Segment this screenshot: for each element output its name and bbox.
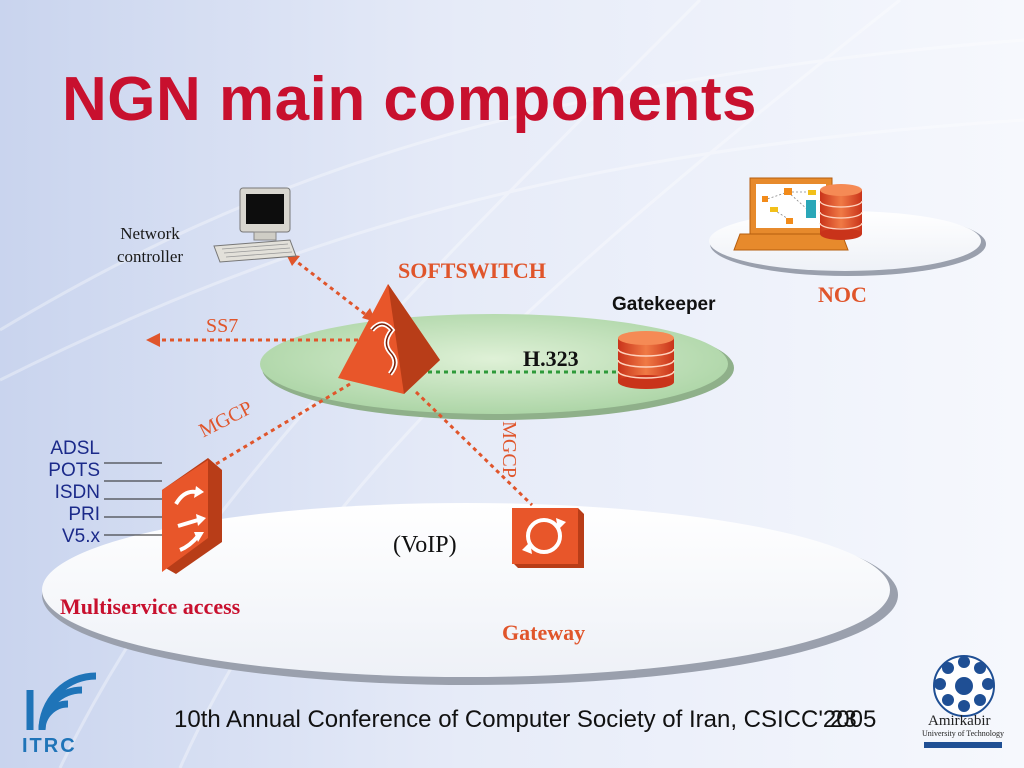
page-title: NGN main components: [62, 65, 758, 134]
link-softswitch-gateway: [414, 390, 534, 507]
gateway-icon: [512, 508, 584, 568]
network-controller-label: Network controller: [116, 224, 184, 266]
noc-database-icon: [819, 184, 863, 240]
page-number: 23: [830, 706, 857, 733]
footer-conference-text: 10th Annual Conference of Computer Socie…: [174, 706, 877, 733]
ss7-label: SS7: [206, 315, 239, 337]
h323-label: H.323: [523, 346, 579, 371]
itrc-logo-icon: [26, 672, 97, 731]
gatekeeper-label: Gatekeeper: [612, 294, 716, 315]
access-interface-item: POTS: [48, 460, 100, 481]
link-controller-softswitch: [291, 256, 371, 320]
amirkabir-emblem-icon: [924, 655, 1002, 748]
access-interface-item: PRI: [68, 504, 100, 525]
access-interface-item: V5.x: [61, 526, 100, 547]
softswitch-label: SOFTSWITCH: [398, 258, 546, 283]
gateway-label: Gateway: [502, 620, 586, 645]
multiservice-access-label: Multiservice access: [60, 594, 241, 619]
voip-label: (VoIP): [393, 532, 457, 558]
noc-label: NOC: [818, 282, 867, 307]
access-interface-list: ADSL POTS ISDN PRI V5.x: [22, 438, 100, 548]
network-controller-icon: [213, 187, 297, 263]
links: [156, 256, 534, 507]
amirkabir-logo-text: Amirkabir: [928, 713, 991, 729]
softswitch-icon: [338, 284, 440, 394]
access-interface-item: ADSL: [50, 438, 100, 459]
amirkabir-logo-subtext: University of Technology: [922, 729, 1004, 738]
itrc-logo-text: ITRC: [22, 735, 77, 757]
noc-laptop-icon: [733, 177, 849, 251]
mgcp-right-label: MGCP: [497, 421, 520, 478]
access-interface-lines: [104, 462, 162, 536]
link-softswitch-access: [205, 382, 351, 472]
gatekeeper-database-icon: [617, 331, 675, 389]
access-network-platform: [42, 503, 898, 685]
arrow-ss7: [146, 333, 160, 347]
access-interface-item: ISDN: [54, 482, 100, 503]
multiservice-access-icon: [162, 458, 222, 574]
